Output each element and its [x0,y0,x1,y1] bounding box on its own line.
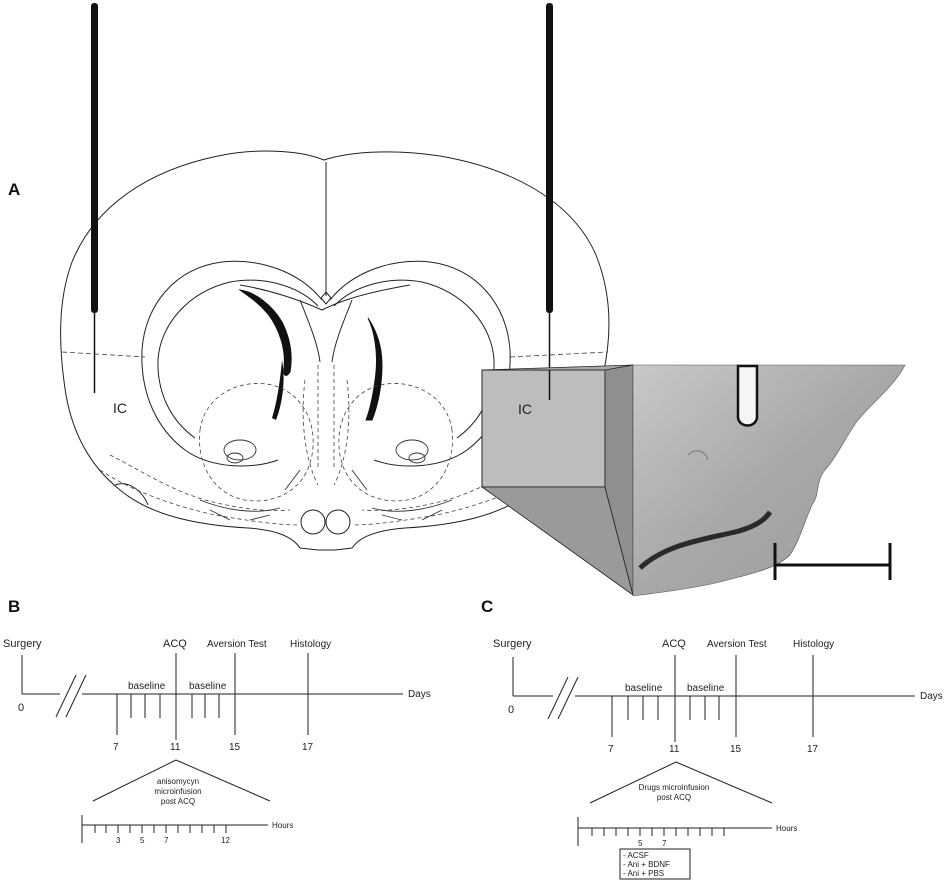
c-drug-2: - Ani + BDNF [623,860,670,869]
b-hour-7: 7 [164,836,169,845]
c-day-11: 11 [669,744,680,755]
b-histology-label: Histology [290,639,331,650]
b-infusion-line1: anisomycyn [157,777,199,786]
left-inner-contour [157,279,319,439]
b-axis-break-1 [55,674,77,718]
b-infusion-line3: post ACQ [161,797,195,806]
c-acq-label: ACQ [662,638,686,650]
c-infusion-line1: Drugs microinfusion [639,783,710,792]
c-zoom-left [589,761,677,804]
right-striatum [338,383,453,502]
b-day-15: 15 [229,742,241,753]
midline-dashed [302,365,350,486]
b-day-ticks [116,653,309,740]
brain-outline [60,150,610,551]
left-base-structures [199,469,301,521]
c-axis-break-gap [553,688,575,704]
b-axis-break-gap [60,686,82,702]
c-hour-ticks [591,828,725,836]
panel-b: B Surgery ACQ Aversion Test Histology Da… [3,597,431,845]
right-ventricle [365,317,383,421]
left-ventricle-tail [272,360,284,420]
c-axis-break-2 [557,676,579,720]
right-round-structure [325,509,351,535]
panel-c: C Surgery ACQ Aversion Test Histology Da… [481,597,943,880]
panel-b-label: B [8,597,20,616]
left-bulge [114,483,149,506]
c-drug-3: - Ani + PBS [623,869,664,878]
b-baseline-1: baseline [128,681,166,692]
panel-c-label: C [481,597,493,616]
panel-a-label: A [8,180,20,199]
right-base-structures [351,469,453,521]
b-aversion-label: Aversion Test [207,639,267,650]
right-nucleus [395,439,429,461]
c-baseline-2: baseline [687,683,725,694]
c-drug-1: - ACSF [623,851,649,860]
right-cortex-contour [329,260,511,467]
b-hour-5: 5 [140,836,145,845]
b-hour-3: 3 [116,836,121,845]
c-hour-7: 7 [662,839,667,848]
small-diamond [320,291,332,305]
left-ventricle [238,289,292,376]
left-cortex-contour [141,260,323,467]
c-day-17: 17 [807,744,819,755]
c-day-0: 0 [508,704,514,716]
histology-dark-band [638,510,773,570]
b-baseline-2: baseline [189,681,227,692]
c-histology-label: Histology [793,639,834,650]
c-hours-label: Hours [776,824,797,833]
c-hour-5: 5 [638,839,643,848]
b-axis-break-2 [65,674,87,718]
ic-label-right: IC [518,401,532,417]
c-day-15: 15 [730,744,742,755]
c-aversion-label: Aversion Test [707,639,767,650]
c-day-ticks [611,655,814,742]
b-infusion-line2: microinfusion [154,787,201,796]
b-hour-12: 12 [221,836,230,845]
b-day-17: 17 [302,742,314,753]
left-lower-contours [99,454,301,526]
ic-label-left: IC [113,400,127,416]
c-day-7: 7 [608,744,614,755]
left-striatum [199,383,314,502]
left-cannula-thick [91,3,98,313]
corpus-callosum [239,284,411,363]
c-axis-break-1 [547,676,569,720]
b-surgery-label: Surgery [3,638,42,650]
c-infusion-line2: post ACQ [657,793,691,802]
left-round-structure [300,509,326,535]
c-surgery-label: Surgery [493,638,532,650]
b-zoom-right [175,759,271,802]
zoom-callout-box [481,369,606,488]
right-cannula-thick [546,3,553,313]
histology-track [736,364,759,427]
b-day-11: 11 [170,742,181,753]
b-hour-ticks [94,825,227,833]
left-nucleus-inner [226,452,244,464]
brain-dashed-line [61,351,609,358]
c-days-label: Days [920,691,943,702]
b-days-label: Days [408,689,431,700]
right-nucleus-inner [408,452,426,464]
c-drug-legend-box [619,848,691,880]
b-day-7: 7 [113,742,119,753]
right-inner-contour [333,279,495,439]
c-baseline-1: baseline [625,683,663,694]
left-nucleus [223,439,257,461]
b-zoom-left [92,759,177,802]
b-hours-label: Hours [272,821,293,830]
histology-vessel [687,450,709,461]
panel-a: A [8,3,906,597]
b-acq-label: ACQ [163,638,187,650]
b-day-0: 0 [18,702,24,714]
c-zoom-right [675,761,773,804]
histology-image [632,364,906,597]
